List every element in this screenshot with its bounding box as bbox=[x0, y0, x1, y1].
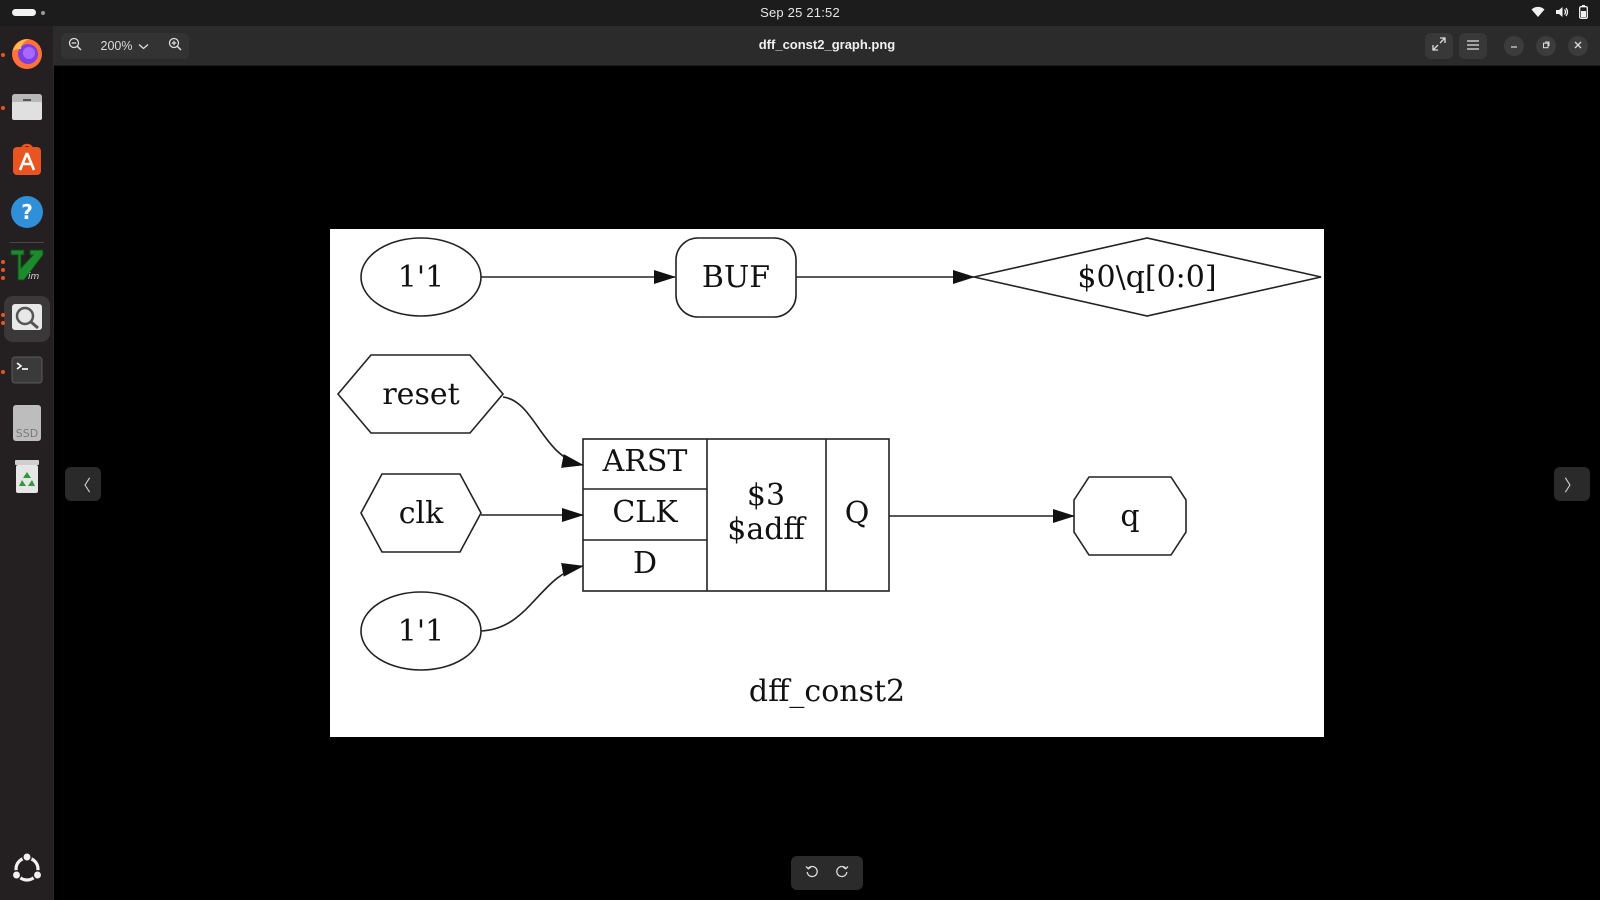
dock-vim[interactable]: im bbox=[4, 244, 50, 290]
wire-node bbox=[973, 237, 1322, 317]
workspace-dot bbox=[41, 10, 45, 15]
chevron-down-icon bbox=[138, 39, 149, 53]
edge-const-to-d bbox=[480, 562, 584, 632]
zoom-controls: 200% bbox=[61, 33, 189, 59]
workspace-pill bbox=[12, 9, 36, 16]
rotate-right-icon bbox=[835, 864, 849, 883]
main-menu-button[interactable] bbox=[1459, 33, 1487, 59]
top-bar: Sep 25 21:52 bbox=[0, 0, 1600, 26]
port-d-label: D bbox=[633, 546, 657, 581]
running-indicator bbox=[1, 313, 5, 317]
running-indicator bbox=[1, 276, 5, 280]
svg-text:im: im bbox=[28, 272, 40, 282]
const-bottom-label: 1'1 bbox=[398, 614, 444, 649]
image-viewer-icon bbox=[9, 299, 45, 340]
dock: ? im bbox=[0, 26, 54, 900]
previous-image-button[interactable]: 〈 bbox=[65, 467, 101, 501]
zoom-in-icon bbox=[168, 37, 182, 56]
terminal-icon bbox=[9, 352, 45, 393]
displayed-image[interactable]: 1'1 BUF $0\q[0:0] reset clk 1'1 bbox=[330, 229, 1324, 737]
svg-text:SSD: SSD bbox=[16, 427, 38, 440]
running-indicator bbox=[1, 106, 5, 110]
dock-app-center[interactable] bbox=[4, 138, 50, 184]
buf-label: BUF bbox=[702, 260, 770, 295]
firefox-icon bbox=[9, 35, 45, 76]
reset-label: reset bbox=[382, 377, 459, 412]
zoom-in-button[interactable] bbox=[161, 33, 189, 59]
minimize-icon bbox=[1509, 37, 1519, 55]
minimize-button[interactable] bbox=[1504, 36, 1524, 56]
wire-label: $0\q[0:0] bbox=[1077, 260, 1216, 295]
rotate-left-icon bbox=[805, 864, 819, 883]
cell-id-label: $3 bbox=[747, 478, 785, 513]
port-clk-label: CLK bbox=[612, 495, 678, 530]
wifi-icon bbox=[1531, 6, 1545, 18]
running-indicator bbox=[1, 260, 5, 264]
vim-icon: im bbox=[8, 246, 46, 289]
image-viewer-window: 200% dff_const2_graph.png bbox=[54, 26, 1600, 900]
q-output-label: q bbox=[1120, 499, 1139, 534]
cell-type-label: $adff bbox=[727, 512, 807, 547]
dock-firefox[interactable] bbox=[4, 32, 50, 78]
dock-separator bbox=[10, 242, 44, 243]
volume-icon bbox=[1555, 6, 1569, 18]
svg-text:?: ? bbox=[21, 200, 33, 224]
maximize-button[interactable] bbox=[1536, 36, 1556, 56]
circuit-graph: 1'1 BUF $0\q[0:0] reset clk 1'1 bbox=[336, 237, 1322, 709]
header-bar: 200% dff_const2_graph.png bbox=[54, 26, 1600, 66]
rotate-right-button[interactable] bbox=[829, 860, 855, 886]
dock-files[interactable] bbox=[4, 85, 50, 131]
clk-label: clk bbox=[399, 496, 444, 531]
running-indicator bbox=[1, 370, 5, 374]
close-icon bbox=[1573, 37, 1583, 55]
running-indicator bbox=[1, 268, 5, 272]
files-icon bbox=[9, 88, 45, 129]
app-center-icon bbox=[9, 141, 45, 182]
dock-terminal[interactable] bbox=[4, 349, 50, 395]
reset-input-node bbox=[336, 354, 505, 434]
help-icon: ? bbox=[9, 194, 45, 235]
close-button[interactable] bbox=[1568, 36, 1588, 56]
running-indicator bbox=[1, 53, 5, 57]
system-tray[interactable] bbox=[1531, 5, 1588, 19]
q-output-node bbox=[1073, 476, 1187, 556]
dock-trash[interactable] bbox=[4, 455, 50, 501]
chevron-right-icon: 〉 bbox=[1563, 478, 1580, 495]
edge-reset-to-arst bbox=[502, 396, 584, 468]
zoom-out-icon bbox=[68, 37, 82, 56]
dock-ssd-drive[interactable]: SSD bbox=[4, 402, 50, 448]
zoom-level-dropdown[interactable]: 200% bbox=[89, 33, 161, 59]
battery-icon bbox=[1579, 5, 1588, 19]
clock[interactable]: Sep 25 21:52 bbox=[760, 5, 840, 20]
activities-indicator[interactable] bbox=[12, 9, 48, 17]
fullscreen-button[interactable] bbox=[1425, 33, 1453, 59]
rotate-controls bbox=[791, 856, 863, 890]
zoom-level-value: 200% bbox=[100, 39, 133, 53]
window-title: dff_const2_graph.png bbox=[758, 37, 896, 52]
clk-input-node bbox=[360, 473, 482, 553]
next-image-button[interactable]: 〉 bbox=[1554, 467, 1590, 501]
dock-help[interactable]: ? bbox=[4, 191, 50, 237]
port-q-label: Q bbox=[845, 496, 870, 531]
trash-icon bbox=[9, 456, 45, 501]
ubuntu-logo-icon bbox=[10, 851, 44, 891]
drive-icon: SSD bbox=[9, 403, 45, 448]
restore-icon bbox=[1541, 37, 1551, 55]
running-indicator bbox=[1, 321, 5, 325]
hamburger-menu-icon bbox=[1467, 37, 1479, 55]
graph-caption: dff_const2 bbox=[749, 674, 905, 709]
zoom-out-button[interactable] bbox=[61, 33, 89, 59]
chevron-left-icon: 〈 bbox=[74, 478, 91, 495]
rotate-left-button[interactable] bbox=[799, 860, 825, 886]
port-arst-label: ARST bbox=[602, 444, 688, 479]
show-apps-button[interactable] bbox=[4, 848, 50, 894]
dock-image-viewer[interactable] bbox=[4, 296, 50, 342]
fullscreen-icon bbox=[1432, 36, 1446, 56]
const-top-label: 1'1 bbox=[398, 260, 444, 295]
